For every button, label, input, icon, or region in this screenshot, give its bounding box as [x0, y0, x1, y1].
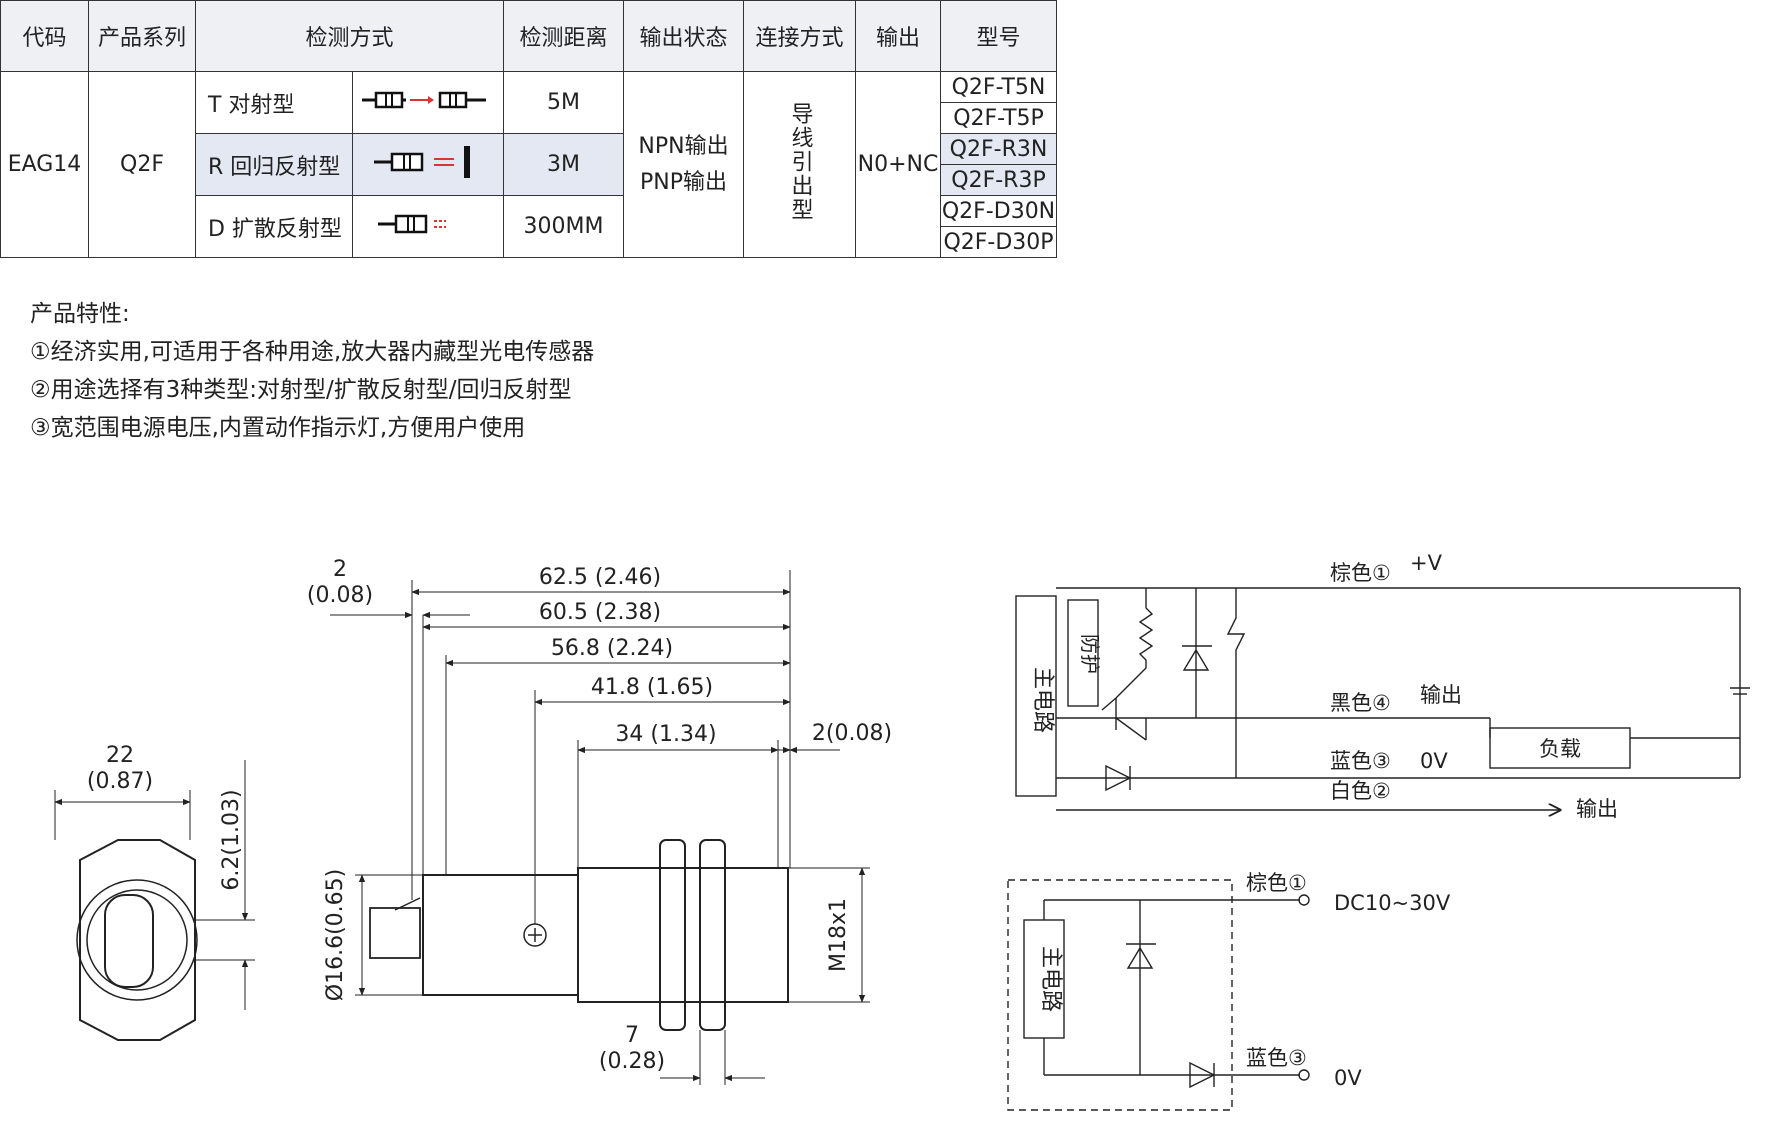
front-view-hex	[79, 839, 196, 1041]
protect-label: 防护	[1078, 634, 1102, 674]
cell-model: Q2F-R3P	[940, 164, 1057, 196]
load-label: 负载	[1539, 737, 1581, 761]
protect-box	[1067, 599, 1099, 707]
cell-model: Q2F-R3N	[940, 133, 1057, 165]
header-model: 型号	[940, 0, 1057, 72]
main-circuit-label: 主电路	[1030, 667, 1055, 733]
plus-v-label: +V	[1410, 551, 1443, 575]
circuit-npn: 主电路 防护 棕色① +V 黑色④ 输出 蓝色③ 0V 白色② 输出 负载	[1015, 551, 1750, 821]
load-box	[1489, 727, 1631, 769]
table-row: R 回归反射型 3M Q2F-R3N	[1, 133, 1057, 196]
cell-distance-d: 300MM	[503, 195, 624, 258]
cell-distance-r: 3M	[503, 133, 624, 196]
header-output: 输出	[855, 0, 941, 72]
cell-distance-t: 5M	[503, 71, 624, 134]
diode-2	[1189, 1061, 1216, 1089]
dim-62: 62.5 (2.46)	[539, 565, 661, 590]
dim-front-height: 6.2(1.03)	[219, 789, 244, 890]
cell-model: Q2F-T5P	[940, 102, 1057, 134]
feature-item: ②用途选择有3种类型:对射型/扩散反射型/回归反射型	[30, 377, 572, 403]
cell-connection: 导线引出型	[743, 71, 856, 258]
cell-model: Q2F-D30P	[940, 226, 1057, 258]
blue-wire-label: 蓝色③	[1330, 749, 1391, 773]
table-header-row: 代码 产品系列 检测方式 检测距离 输出状态 连接方式 输出 型号	[0, 0, 1057, 72]
circuit-power: 主电路 棕色① DC10~30V 蓝色③ 0V	[1007, 871, 1451, 1111]
table-row: Q2F-T5P	[1, 102, 1057, 134]
dim-7-in: (0.28)	[599, 1049, 665, 1074]
cell-model: Q2F-D30N	[940, 195, 1057, 227]
dimension-drawing: 22 (0.87) 6.2(1.03) 2 (0.08) 62.5 (2.46)…	[54, 557, 892, 1085]
table-row: EAG14 Q2F T 对射型 5M NPN输出 PNP输出 导线引出型	[0, 71, 1057, 258]
header-distance: 检测距离	[503, 0, 624, 72]
features-title: 产品特性:	[30, 301, 130, 327]
diode	[1105, 764, 1132, 792]
header-detection: 检测方式	[195, 0, 504, 72]
dim-front-width-in: (0.87)	[87, 769, 153, 794]
cell-output-state: NPN输出 PNP输出	[623, 71, 744, 258]
white-wire-label: 白色②	[1330, 779, 1391, 803]
dim-2-right: 2(0.08)	[812, 721, 892, 746]
dashed-frame	[1007, 879, 1233, 1111]
feature-item: ③宽范围电源电压,内置动作指示灯,方便用户使用	[30, 415, 526, 441]
icon-through-beam	[352, 71, 504, 134]
cell-type-t: T 对射型	[195, 71, 353, 134]
feature-item: ①经济实用,可适用于各种用途,放大器内藏型光电传感器	[30, 339, 595, 365]
dim-7: 7	[625, 1023, 639, 1048]
main-circuit-box	[1015, 595, 1057, 797]
table-row: Q2F-D30P	[1, 226, 1057, 258]
blue-wire-label-2: 蓝色③	[1246, 1046, 1307, 1070]
cell-code: EAG14	[0, 71, 89, 258]
dim-60: 60.5 (2.38)	[539, 600, 661, 625]
header-connection: 连接方式	[743, 0, 856, 72]
cell-output: N0+NC	[855, 71, 941, 258]
side-view-cable	[369, 907, 421, 959]
dim-thread: M18x1	[826, 898, 851, 972]
dim-34: 34 (1.34)	[615, 722, 716, 747]
main-circuit-label-2: 主电路	[1038, 946, 1063, 1012]
dim-2-in: (0.08)	[307, 583, 373, 608]
black-wire-label: 黑色④	[1330, 691, 1391, 715]
brown-wire-label: 棕色①	[1330, 561, 1391, 585]
icon-diffuse	[352, 195, 504, 258]
output2-label: 输出	[1576, 797, 1618, 821]
header-code: 代码	[0, 0, 89, 72]
dim-diameter: Ø16.6(0.65)	[323, 869, 348, 1001]
icon-retroreflective	[352, 133, 504, 196]
table-row: Q2F-R3P	[1, 164, 1057, 196]
spec-table: 代码 产品系列 检测方式 检测距离 输出状态 连接方式 输出 型号 EAG14 …	[0, 0, 1057, 258]
side-view-thread	[577, 867, 789, 1003]
dim-2: 2	[333, 557, 347, 582]
dim-front-width: 22	[106, 743, 134, 768]
output-label: 输出	[1420, 683, 1462, 707]
dim-41: 41.8 (1.65)	[591, 675, 713, 700]
output-state-pnp: PNP输出	[640, 169, 727, 195]
cell-series: Q2F	[88, 71, 196, 258]
side-view-body	[422, 874, 579, 996]
table-row: D 扩散反射型 300MM Q2F-D30N	[1, 195, 1057, 258]
dim-56: 56.8 (2.24)	[551, 636, 673, 661]
zero-v-label: 0V	[1420, 749, 1448, 773]
features-block: 产品特性: ①经济实用,可适用于各种用途,放大器内藏型光电传感器 ②用途选择有3…	[30, 295, 594, 447]
header-output-state: 输出状态	[623, 0, 744, 72]
header-series: 产品系列	[88, 0, 196, 72]
cell-type-r: R 回归反射型	[195, 133, 353, 196]
zero-v-label-2: 0V	[1334, 1066, 1362, 1090]
side-view-nut-2	[699, 839, 726, 1031]
dc-label: DC10~30V	[1334, 891, 1451, 915]
connection-text: 导线引出型	[787, 101, 813, 222]
cell-model: Q2F-T5N	[940, 71, 1057, 103]
cell-type-d: D 扩散反射型	[195, 195, 353, 258]
brown-wire-label-2: 棕色①	[1246, 871, 1307, 895]
output-state-npn: NPN输出	[638, 133, 729, 159]
front-view-ring	[76, 879, 198, 1001]
side-view-nut-1	[659, 839, 686, 1031]
